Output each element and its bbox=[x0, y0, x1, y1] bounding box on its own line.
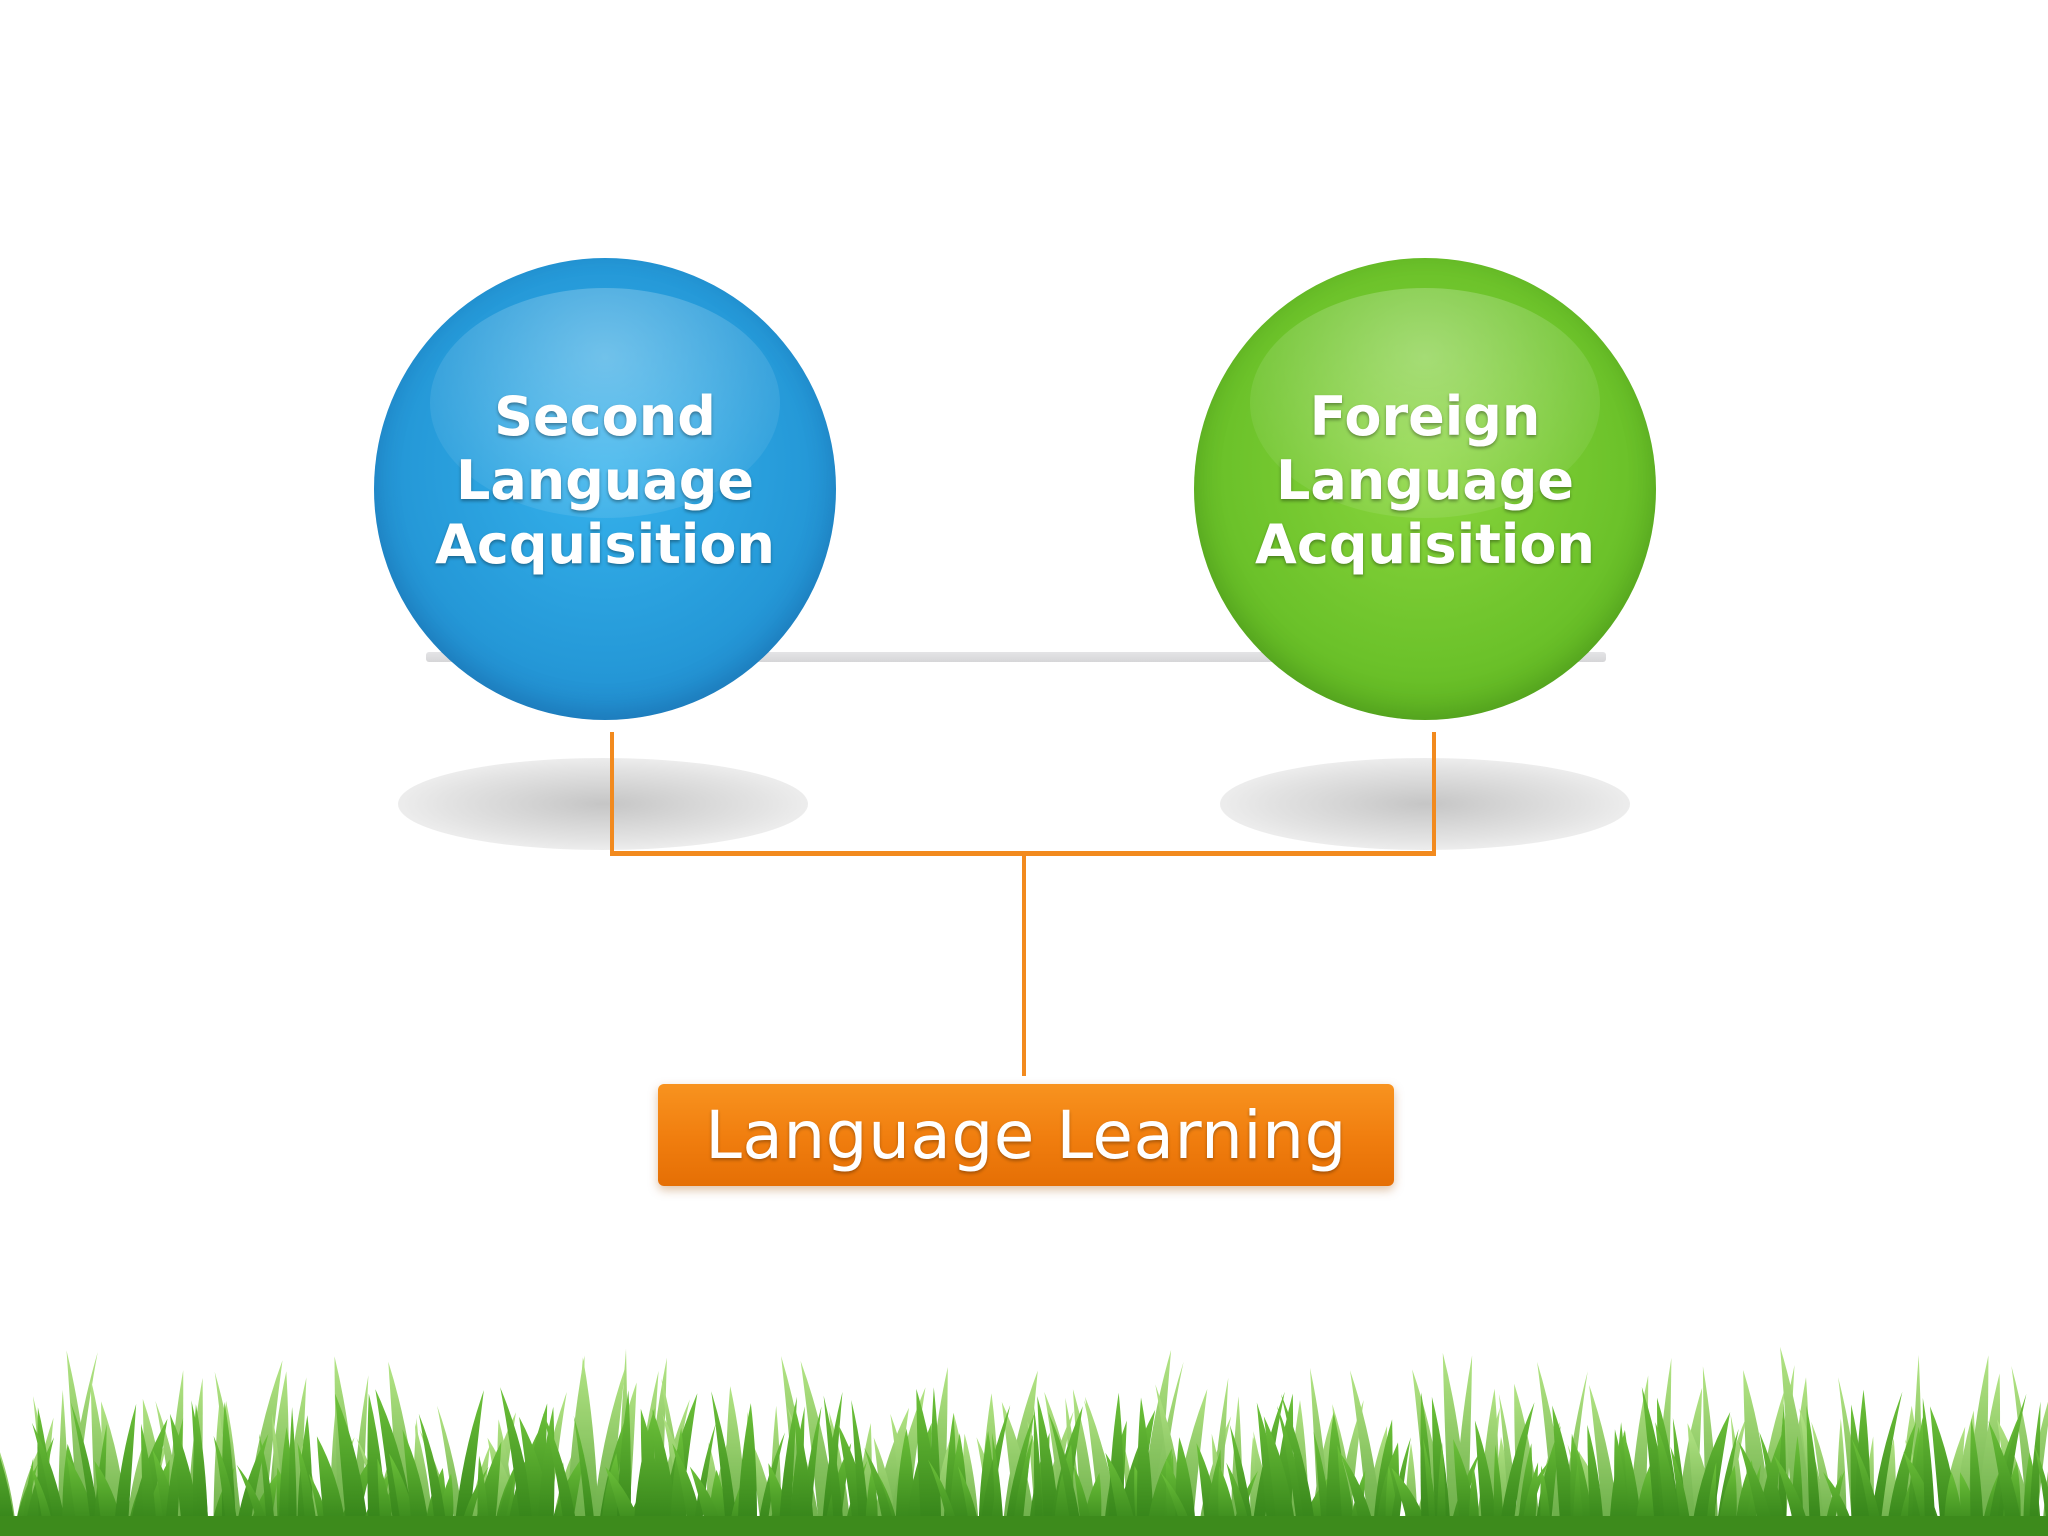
grass-blade bbox=[500, 1387, 537, 1536]
grass-blade bbox=[1655, 1422, 1682, 1536]
grass-blade bbox=[1587, 1424, 1605, 1536]
grass-blade bbox=[670, 1427, 687, 1536]
grass-blade bbox=[1738, 1441, 1775, 1536]
grass-blade bbox=[851, 1400, 870, 1536]
grass-blade bbox=[1780, 1346, 1813, 1536]
bubble-gloss bbox=[1250, 288, 1600, 518]
grass-blade bbox=[573, 1415, 596, 1536]
grass-blade bbox=[234, 1433, 269, 1536]
grass-blade bbox=[31, 1422, 68, 1536]
grass-blade bbox=[1033, 1406, 1044, 1536]
grass-blade bbox=[1574, 1442, 1595, 1536]
grass-blade bbox=[1350, 1370, 1384, 1536]
grass-blade bbox=[1970, 1418, 1984, 1536]
grass-blade bbox=[1885, 1421, 1917, 1536]
grass-blade bbox=[737, 1403, 757, 1536]
grass-blade bbox=[1339, 1452, 1376, 1536]
grass-blade bbox=[1493, 1444, 1504, 1536]
grass-blade bbox=[1277, 1405, 1309, 1536]
grass-blade bbox=[1851, 1438, 1883, 1536]
bubble-gloss bbox=[430, 288, 780, 518]
grass-blade bbox=[1498, 1402, 1535, 1536]
grass-blade bbox=[191, 1400, 210, 1536]
grass-blade bbox=[1263, 1416, 1297, 1536]
grass-blade bbox=[1806, 1405, 1822, 1536]
grass-blade bbox=[1759, 1431, 1787, 1536]
grass-blade bbox=[453, 1390, 484, 1536]
grass-blade bbox=[992, 1432, 1004, 1536]
grass-blade bbox=[1436, 1442, 1446, 1536]
grass-blade bbox=[1614, 1429, 1630, 1536]
grass-blade bbox=[1004, 1412, 1035, 1536]
node-label-line: Acquisition bbox=[435, 513, 775, 576]
connector-left-vertical bbox=[610, 732, 614, 856]
grass-blade bbox=[1337, 1445, 1356, 1536]
grass-blade bbox=[477, 1455, 490, 1536]
grass-blade bbox=[1423, 1438, 1439, 1536]
node-label-line: Second bbox=[494, 385, 716, 448]
grass-blade bbox=[1988, 1420, 2024, 1536]
grass-blade bbox=[711, 1391, 738, 1536]
grass-blade bbox=[1012, 1433, 1034, 1536]
foreign-language-acquisition-node: Foreign Language Acquisition bbox=[1194, 258, 1656, 720]
grass-blade bbox=[1205, 1449, 1221, 1536]
node-label-line: Acquisition bbox=[1255, 513, 1595, 576]
grass-blade bbox=[1670, 1446, 1692, 1536]
grass-blade bbox=[1229, 1424, 1254, 1536]
shelf-line bbox=[426, 652, 1606, 662]
left-node-shadow bbox=[398, 758, 808, 850]
result-label: Language Learning bbox=[705, 1096, 1347, 1174]
connector-center-vertical bbox=[1022, 851, 1026, 1076]
grass-blade bbox=[600, 1453, 621, 1536]
grass-blade bbox=[1869, 1391, 1903, 1536]
grass-blade bbox=[930, 1387, 942, 1536]
grass-blade bbox=[141, 1423, 157, 1536]
second-language-acquisition-node: Second Language Acquisition bbox=[374, 258, 836, 720]
grass-blade bbox=[213, 1435, 239, 1536]
grass-blade bbox=[1048, 1411, 1083, 1536]
grass-illustration bbox=[0, 1346, 2048, 1536]
right-node-shadow bbox=[1220, 758, 1630, 850]
grass-blade bbox=[113, 1403, 137, 1536]
grass-blade bbox=[1053, 1444, 1074, 1536]
node-label-line: Language bbox=[455, 449, 755, 512]
grass-blade bbox=[1281, 1394, 1317, 1536]
grass-blade bbox=[335, 1393, 369, 1536]
grass-blade bbox=[949, 1433, 969, 1536]
grass-blade bbox=[288, 1407, 297, 1536]
grass-blade bbox=[823, 1395, 845, 1536]
grass-blade bbox=[316, 1436, 347, 1536]
grass-blade bbox=[794, 1404, 815, 1536]
grass-blade bbox=[70, 1401, 101, 1536]
grass-blade bbox=[1690, 1412, 1731, 1536]
grass-blade bbox=[692, 1423, 716, 1536]
grass-blade bbox=[864, 1447, 896, 1536]
grass-blade bbox=[576, 1357, 599, 1536]
node-label: Foreign Language Acquisition bbox=[1255, 385, 1595, 577]
grass-blade bbox=[418, 1413, 448, 1536]
node-label: Second Language Acquisition bbox=[435, 385, 775, 577]
grass-blade bbox=[543, 1413, 579, 1536]
grass-blade bbox=[1136, 1397, 1154, 1536]
language-learning-node: Language Learning bbox=[658, 1084, 1394, 1186]
grass-blade bbox=[402, 1429, 430, 1536]
grass-blade bbox=[297, 1442, 318, 1536]
grass-blade bbox=[1922, 1397, 1936, 1536]
node-label-line: Foreign bbox=[1309, 385, 1541, 448]
grass-blade bbox=[2034, 1445, 2048, 1536]
grass-blade bbox=[1474, 1420, 1498, 1536]
grass-blade bbox=[1773, 1455, 1811, 1536]
grass-blade bbox=[591, 1367, 626, 1536]
grass-blade bbox=[778, 1396, 797, 1536]
grass-blade bbox=[259, 1433, 276, 1536]
node-label-line: Language bbox=[1275, 449, 1575, 512]
connector-right-vertical bbox=[1432, 732, 1436, 856]
grass-blade bbox=[2028, 1401, 2041, 1536]
grass-blade bbox=[1105, 1452, 1138, 1536]
